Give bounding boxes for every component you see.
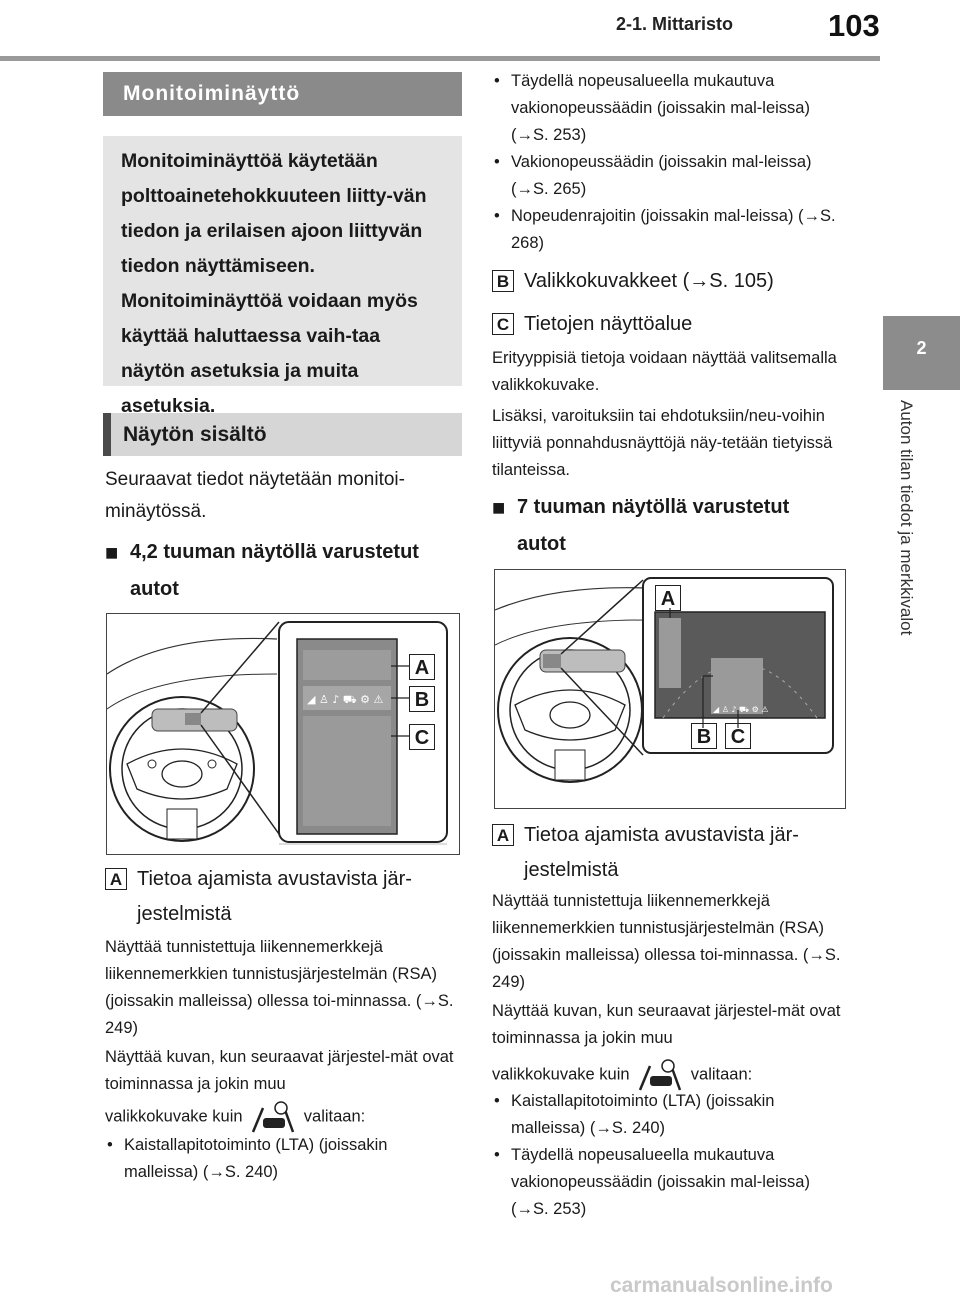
heading-monitoiminaytto: Monitoiminäyttö [103,72,462,116]
label-a-marker: A [105,868,127,890]
label-a-left-text: Tietoa ajamista avustavista jär-jestelmi… [137,868,412,925]
label-c: C Tietojen näyttöalue [492,307,842,342]
section-title: 2-1. Mittaristo [616,14,734,34]
left-p3: valikkokuvake kuin valitaan: [105,1100,460,1134]
list-item: Vakionopeussäädin (joissakin mal-leissa)… [492,149,842,203]
fig2-label-b: B [691,723,717,749]
right-p2: Näyttää kuvan, kun seuraavat järjestel-m… [492,1002,841,1047]
label-b-text: Valikkokuvakkeet (→S. 105) [524,270,774,292]
lane-assist-icon [252,1101,295,1133]
fig1-label-a: A [409,654,435,680]
square-marker: ■ [105,540,119,565]
fig1-label-c: C [409,724,435,750]
right-p3: valikkokuvake kuin valitaan: [492,1058,842,1092]
label-a-right: A Tietoa ajamista avustavista jär-jestel… [492,818,842,888]
figure-7-inch: ◢ ♙ ♪ ⛟ ⚙ ⚠ A B C [494,569,846,809]
right-p-c2: Lisäksi, varoituksiin tai ehdotuksiin/ne… [492,407,833,479]
subheading-42-text: 4,2 tuuman näytöllä varustetut autot [130,541,419,600]
label-b: B Valikkokuvakkeet (→S. 105) [492,264,842,299]
right-p3a: valikkokuvake kuin [492,1065,630,1084]
list-item: Täydellä nopeusalueella mukautuva vakion… [492,68,842,149]
label-b-marker: B [492,270,514,292]
left-bullets: Kaistallapitotoiminto (LTA) (joissakin m… [105,1132,460,1186]
chapter-tab [883,316,960,390]
subheading-7-text: 7 tuuman näytöllä varustetut autot [517,496,790,555]
right-p-c1: Erityyppisiä tietoja voidaan näyttää val… [492,349,837,394]
square-marker: ■ [492,495,506,520]
left-p1: Näyttää tunnistettuja liikennemerkkejä l… [105,938,454,1037]
label-a-right-text: Tietoa ajamista avustavista jär-jestelmi… [524,824,799,881]
list-item: Kaistallapitotoiminto (LTA) (joissakin m… [105,1132,460,1186]
label-a-left: A Tietoa ajamista avustavista jär-jestel… [105,862,460,932]
figure-42-inch: ◢ ♙ ♪ ⛟ ⚙ ⚠ A B C [106,613,460,855]
left-p3a: valikkokuvake kuin [105,1107,243,1126]
subheading-42: ■ 4,2 tuuman näytöllä varustetut autot [105,534,460,608]
right-p3b: valitaan: [690,1065,753,1084]
svg-text:◢ ♙ ♪ ⛟ ⚙ ⚠: ◢ ♙ ♪ ⛟ ⚙ ⚠ [307,693,384,706]
lane-assist-icon [639,1059,682,1091]
figure-42-illustration: ◢ ♙ ♪ ⛟ ⚙ ⚠ [106,621,448,845]
page-number: 103 [828,8,880,43]
contents-text: Seuraavat tiedot näytetään monitoi-minäy… [105,469,405,522]
watermark: carmanualsonline.info [610,1274,833,1297]
left-p2: Näyttää kuvan, kun seuraavat järjestel-m… [105,1048,454,1093]
right-bullets-top: Täydellä nopeusalueella mukautuva vakion… [492,68,842,257]
fig1-label-b: B [409,686,435,712]
list-item: Täydellä nopeusalueella mukautuva vakion… [492,1142,842,1223]
heading-nayton-sisalto: Näytön sisältö [103,413,462,456]
left-p3b: valitaan: [303,1107,366,1126]
figure-7-illustration: ◢ ♙ ♪ ⛟ ⚙ ⚠ [494,577,834,783]
fig2-label-a: A [655,585,681,611]
right-bullets-bottom: Kaistallapitotoiminto (LTA) (joissakin m… [492,1088,842,1223]
intro-box: Monitoiminäyttöä käytetään polttoaineteh… [103,136,462,417]
chapter-number: 2 [916,338,927,358]
header-rule [0,56,880,61]
right-p1: Näyttää tunnistettuja liikennemerkkejä l… [492,892,841,991]
svg-text:◢ ♙ ♪ ⛟ ⚙ ⚠: ◢ ♙ ♪ ⛟ ⚙ ⚠ [713,705,769,714]
chapter-title: Auton tilan tiedot ja merkkivalot [897,400,916,636]
label-c-marker: C [492,313,514,335]
subheading-7: ■ 7 tuuman näytöllä varustetut autot [492,489,842,563]
fig2-label-c: C [725,723,751,749]
label-a-marker: A [492,824,514,846]
list-item: Nopeudenrajoitin (joissakin mal-leissa) … [492,203,842,257]
label-c-text: Tietojen näyttöalue [524,313,693,335]
list-item: Kaistallapitotoiminto (LTA) (joissakin m… [492,1088,842,1142]
